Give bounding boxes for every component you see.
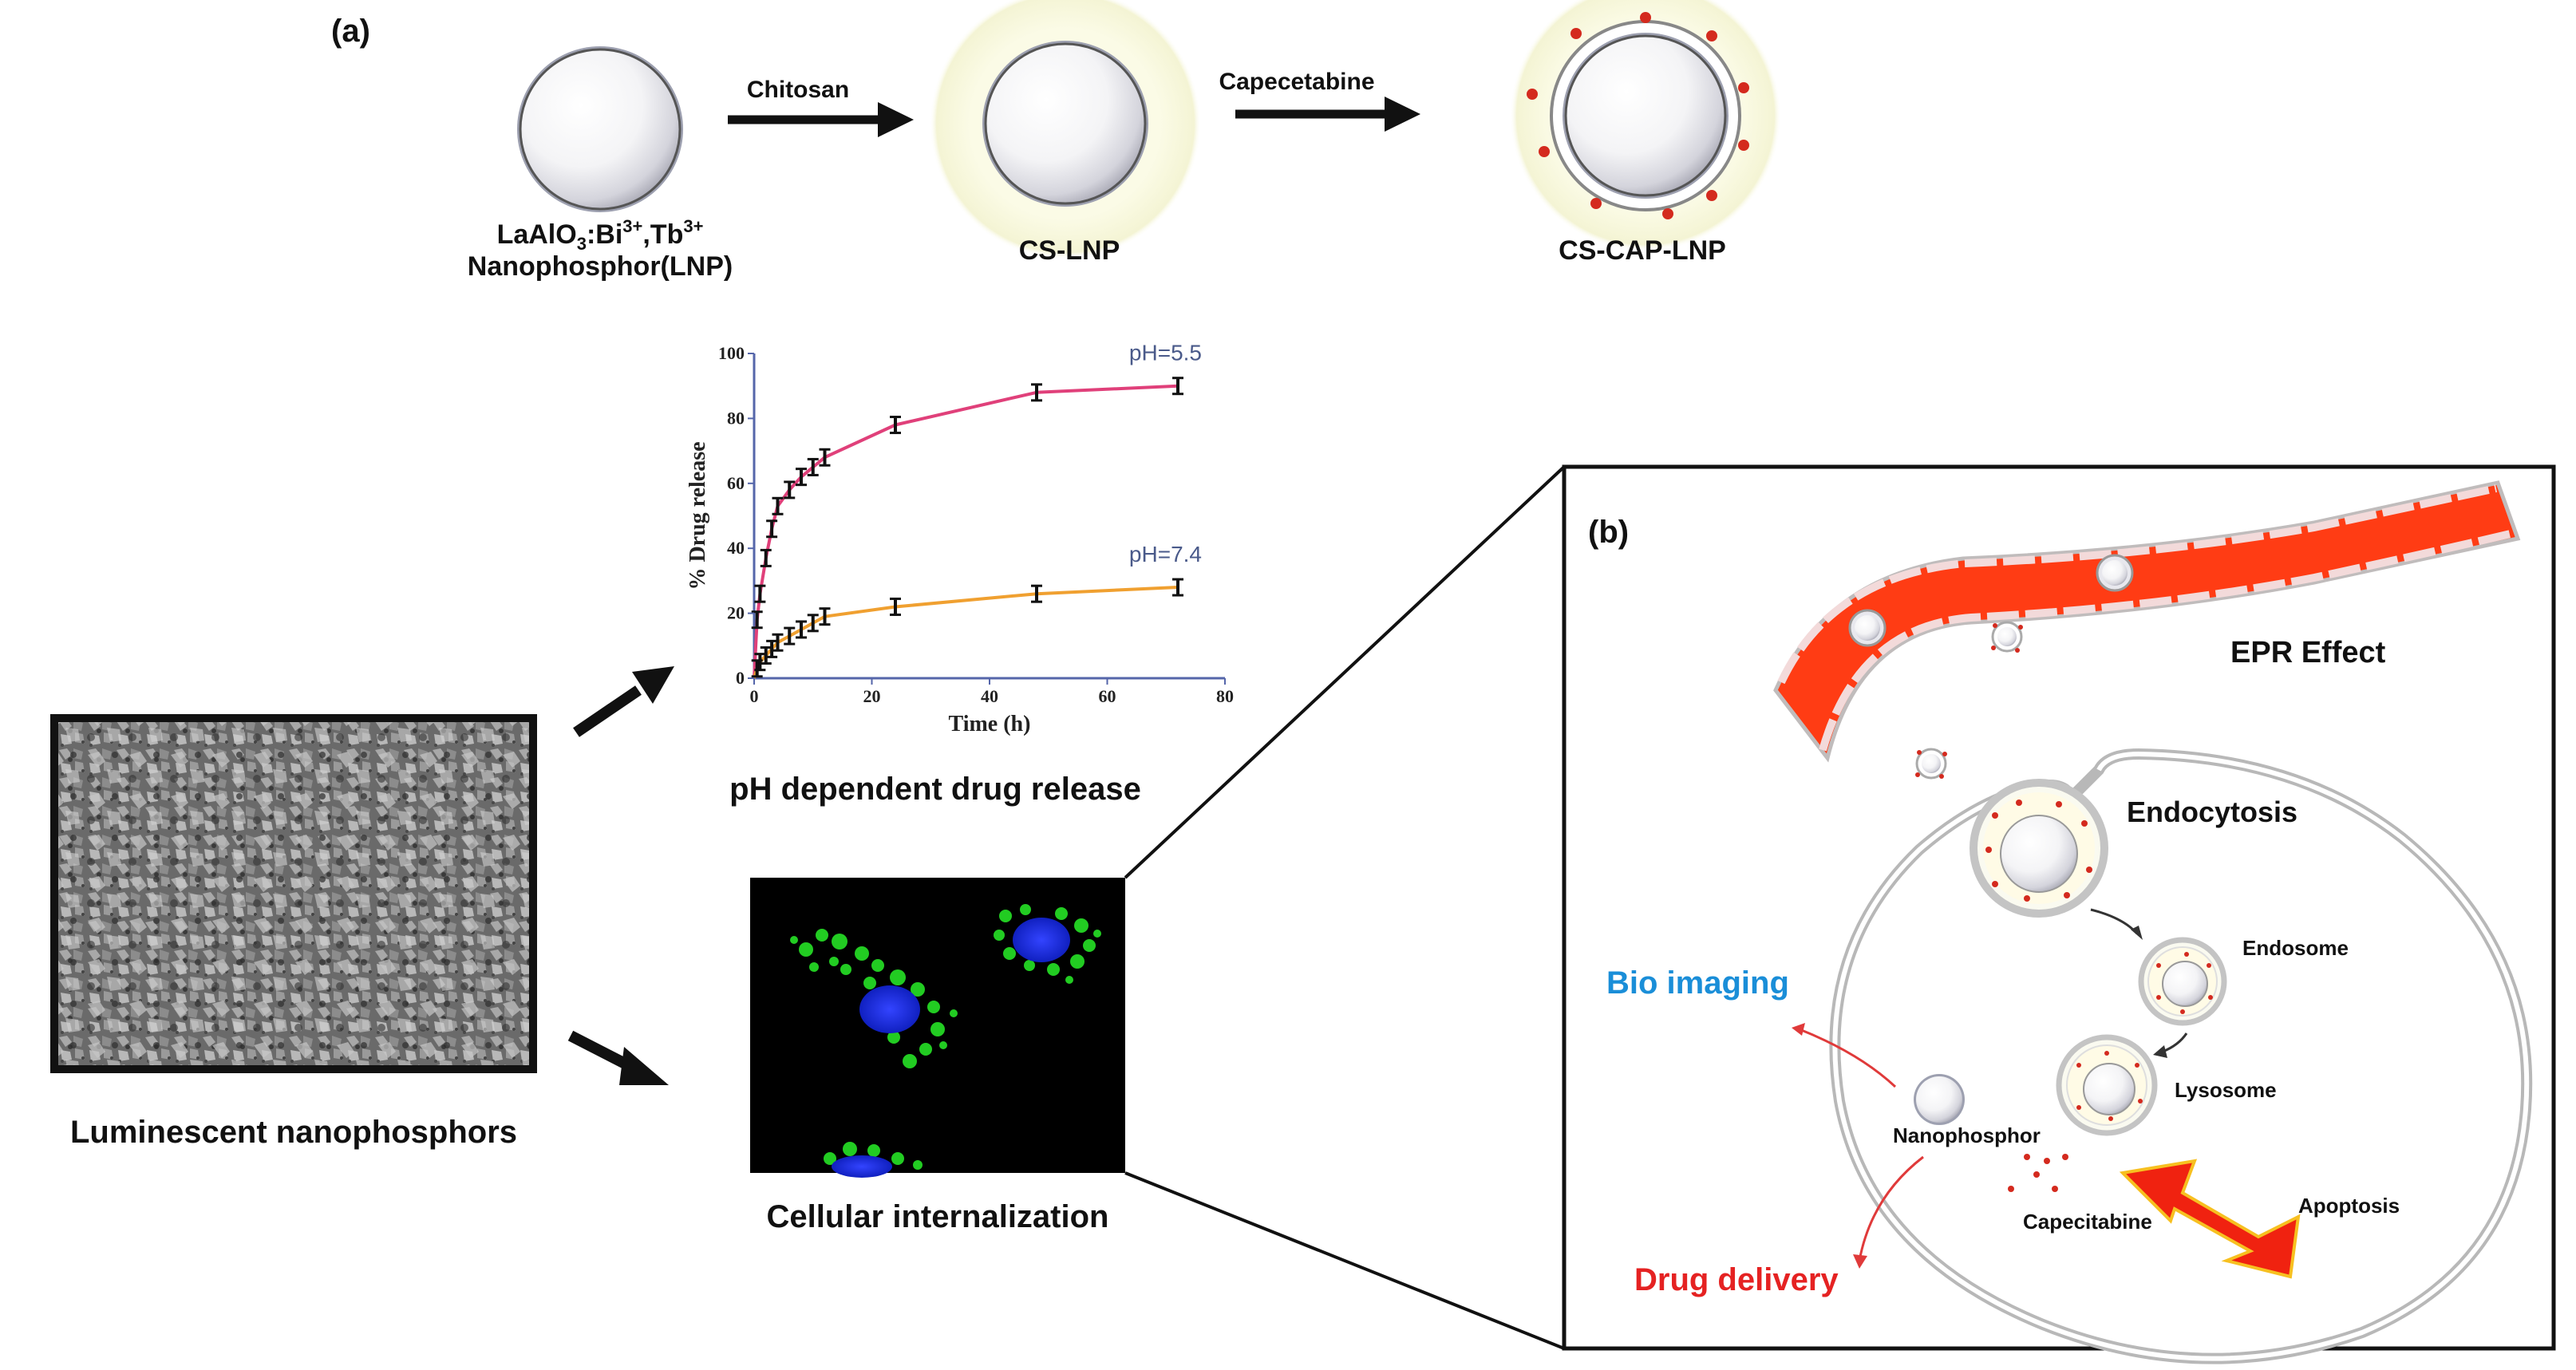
chitosan-label: Chitosan — [747, 77, 849, 103]
arrow-to-cells — [567, 1030, 669, 1085]
capecetabine-label: Capecetabine — [1219, 69, 1374, 95]
capecitabine-label: Capecitabine — [2023, 1210, 2152, 1234]
lightning-bolt-icon — [2119, 1159, 2301, 1279]
endocytosis-vesicle — [1970, 779, 2108, 918]
panel-b-label: (b) — [1588, 515, 1629, 550]
x-tick-label: 0 — [750, 686, 759, 706]
extravasated-particles — [1915, 621, 2023, 780]
chitosan-arrow — [728, 102, 914, 137]
data-point — [890, 597, 901, 616]
panel-a-label: (a) — [331, 14, 370, 49]
data-point — [1031, 584, 1042, 603]
cs-cap-lnp-particle — [1510, 0, 1781, 251]
series-label: pH=5.5 — [1129, 341, 1202, 365]
series-ph-7-4: pH=7.4 — [751, 542, 1202, 679]
cs-lnp-label: CS-LNP — [1019, 235, 1120, 266]
series-line — [753, 384, 1179, 679]
nanophosphor-label: Nanophosphor — [1893, 1123, 2041, 1147]
bio-imaging-arrow — [1799, 1028, 1897, 1088]
y-tick-label: 80 — [727, 408, 745, 428]
lysosome — [2056, 1034, 2158, 1136]
data-point — [751, 610, 763, 630]
data-point — [1172, 377, 1183, 396]
x-tick-label: 40 — [981, 686, 998, 706]
x-tick-label: 60 — [1099, 686, 1116, 706]
free-nanophosphor — [1914, 1074, 1965, 1125]
x-tick-label: 20 — [863, 686, 881, 706]
epr-effect-label: EPR Effect — [2230, 636, 2386, 669]
data-point — [772, 496, 784, 515]
apoptosis-label: Apoptosis — [2298, 1194, 2400, 1218]
data-point — [796, 620, 807, 639]
lnp-particle — [517, 46, 683, 212]
chart-caption: pH dependent drug release — [729, 772, 1141, 807]
data-point — [760, 548, 772, 567]
zoom-line-bottom — [1124, 1171, 1565, 1350]
x-axis-label: Time (h) — [949, 712, 1031, 736]
endocytosis-label: Endocytosis — [2127, 796, 2297, 828]
lysosome-label: Lysosome — [2175, 1078, 2277, 1102]
data-point — [754, 653, 766, 672]
data-point — [784, 480, 796, 499]
y-axis-label: % Drug release — [685, 441, 710, 590]
endosome-label: Endosome — [2242, 936, 2349, 960]
data-point — [807, 457, 819, 476]
cell-2 — [994, 904, 1101, 984]
sem-caption: Luminescent nanophosphors — [70, 1115, 517, 1150]
data-point — [754, 584, 766, 603]
sem-image — [50, 714, 537, 1073]
data-point — [819, 607, 831, 626]
data-point — [807, 614, 819, 633]
series-ph-5-5: pH=5.5 — [751, 341, 1202, 679]
fluorescence-image — [750, 878, 1125, 1178]
arrow-to-chart — [573, 666, 674, 737]
data-point — [772, 633, 784, 652]
endosome — [2138, 937, 2227, 1026]
drug-dots — [1527, 12, 1749, 219]
lnp-label-line2: Nanophosphor(LNP) — [468, 251, 733, 282]
data-point — [796, 468, 807, 487]
y-tick-label: 60 — [727, 473, 745, 493]
drug-delivery-arrow — [1858, 1155, 1924, 1261]
x-tick-label: 80 — [1216, 686, 1234, 706]
cell-caption: Cellular internalization — [767, 1199, 1109, 1234]
y-tick-label: 0 — [736, 668, 745, 688]
cs-cap-lnp-label: CS-CAP-LNP — [1559, 235, 1726, 266]
series-label: pH=7.4 — [1129, 542, 1202, 567]
data-point — [784, 626, 796, 646]
data-point — [890, 416, 901, 435]
y-tick-label: 100 — [718, 343, 745, 363]
data-point — [1031, 383, 1042, 402]
cell-1 — [790, 929, 958, 1068]
capecetabine-arrow — [1235, 97, 1420, 132]
lnp-label-line1: LaAlO3:Bi3+,Tb3+ — [497, 216, 704, 254]
cell-3 — [824, 1142, 923, 1178]
data-point — [766, 519, 778, 539]
data-point — [819, 448, 831, 467]
data-point — [1172, 578, 1183, 597]
zoom-line-top — [1124, 465, 1566, 879]
y-tick-label: 40 — [727, 538, 745, 558]
blood-vessel — [1773, 480, 2521, 763]
data-point — [766, 639, 778, 658]
series-line — [753, 586, 1179, 679]
data-point — [760, 646, 772, 665]
drug-delivery-label: Drug delivery — [1634, 1262, 1839, 1297]
y-tick-label: 20 — [727, 603, 745, 623]
chart-series: pH=5.5 pH=7.4 — [751, 341, 1202, 679]
free-drug-dots — [2008, 1154, 2068, 1192]
cs-lnp-particle — [930, 0, 1201, 259]
bio-imaging-label: Bio imaging — [1606, 965, 1789, 1001]
